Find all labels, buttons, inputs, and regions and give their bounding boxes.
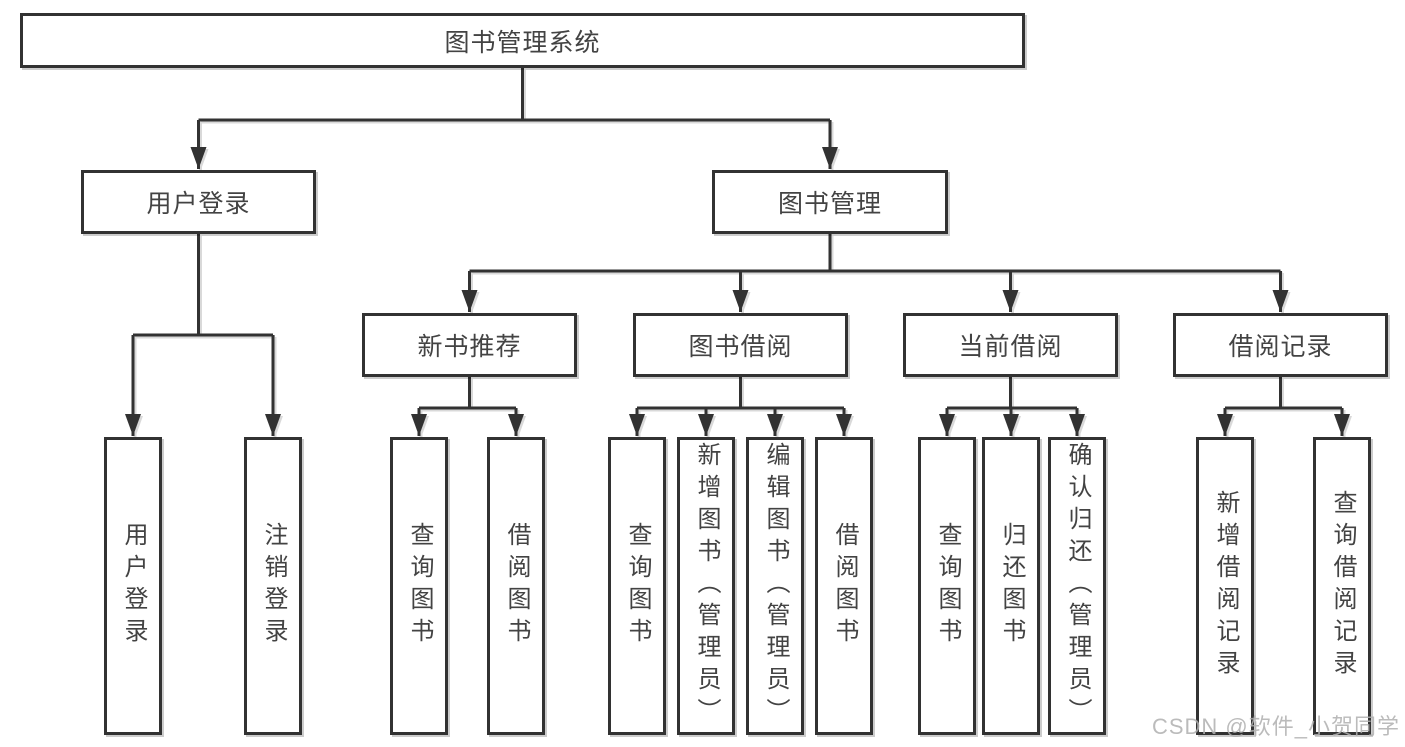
leaf-borrow-books-recommend: 借阅图书	[487, 437, 545, 735]
node-user-login: 用户登录	[81, 170, 316, 234]
leaf-return-books: 归还图书	[982, 437, 1040, 735]
leaf-add-borrow-record: 新增借阅记录	[1196, 437, 1254, 735]
leaf-confirm-return-admin: 确认归还（管理员）	[1048, 437, 1106, 735]
leaf-edit-books-admin: 编辑图书（管理员）	[746, 437, 804, 735]
leaf-query-books-borrowing: 查询图书	[608, 437, 666, 735]
leaf-label: 确认归还（管理员）	[1064, 442, 1091, 730]
leaf-label: 新增借阅记录	[1212, 490, 1239, 682]
leaf-label: 注销登录	[260, 522, 287, 650]
leaf-query-books-recommend: 查询图书	[390, 437, 448, 735]
leaf-label: 编辑图书（管理员）	[762, 442, 789, 730]
leaf-logout: 注销登录	[244, 437, 302, 735]
leaf-borrow-books-borrowing: 借阅图书	[815, 437, 873, 735]
node-current-borrowing: 当前借阅	[903, 313, 1118, 377]
node-new-book-recommend: 新书推荐	[362, 313, 577, 377]
leaf-label: 查询图书	[624, 522, 651, 650]
leaf-label: 查询图书	[934, 522, 961, 650]
leaf-label: 用户登录	[120, 522, 147, 650]
leaf-label: 借阅图书	[503, 522, 530, 650]
leaf-user-login: 用户登录	[104, 437, 162, 735]
leaf-query-books-current: 查询图书	[918, 437, 976, 735]
leaf-label: 查询图书	[406, 522, 433, 650]
node-root-system: 图书管理系统	[20, 13, 1025, 68]
leaf-label: 新增图书（管理员）	[693, 442, 720, 730]
leaf-query-borrow-record: 查询借阅记录	[1313, 437, 1371, 735]
node-book-borrowing: 图书借阅	[633, 313, 848, 377]
node-book-management: 图书管理	[712, 170, 948, 234]
leaf-label: 归还图书	[998, 522, 1025, 650]
node-borrowing-records: 借阅记录	[1173, 313, 1388, 377]
leaf-add-books-admin: 新增图书（管理员）	[677, 437, 735, 735]
leaf-label: 借阅图书	[831, 522, 858, 650]
tree-branch-lines	[133, 68, 1342, 410]
leaf-label: 查询借阅记录	[1329, 490, 1356, 682]
